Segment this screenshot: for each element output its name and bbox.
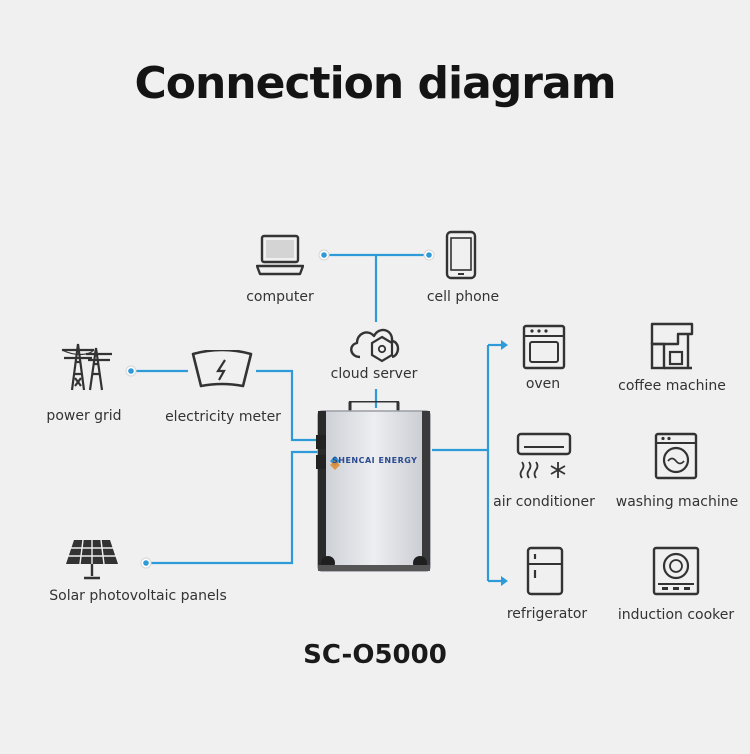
connection-dots: [125, 249, 435, 569]
refrigerator-icon: [526, 546, 564, 596]
solar-panel-icon: [66, 539, 118, 580]
electricity-meter-label: electricity meter: [165, 409, 281, 425]
air-conditioner-icon: [516, 432, 572, 479]
induction-cooker-label: induction cooker: [617, 607, 735, 623]
meter-icon: [191, 350, 253, 388]
washing-machine-icon: [654, 432, 698, 480]
induction-cooker-icon: [652, 546, 700, 596]
solar-label: Solar photovoltaic panels: [49, 588, 227, 604]
cloud-server-label: cloud server: [330, 366, 418, 382]
oven-icon: [522, 324, 566, 370]
washing-machine-label: washing machine: [615, 494, 739, 510]
phone-icon: [445, 230, 477, 280]
coffee-machine-icon: [650, 322, 694, 370]
computer-label: computer: [246, 289, 314, 305]
cloud-icon: [350, 328, 400, 363]
page-title: Connection diagram: [134, 58, 616, 109]
cell-phone-label: cell phone: [426, 289, 500, 305]
refrigerator-label: refrigerator: [506, 606, 588, 622]
wire-solar-unit: [146, 450, 318, 565]
power-tower-icon: [61, 343, 112, 391]
model-name: SC-O5000: [303, 640, 447, 670]
energy-storage-unit: [316, 401, 431, 572]
brand-label: SHENCAI ENERGY: [332, 456, 418, 465]
air-conditioner-label: air conditioner: [493, 494, 595, 510]
arrow-oven: [501, 340, 508, 350]
wire-meter-unit: [256, 369, 318, 442]
laptop-icon: [256, 234, 304, 276]
coffee-machine-label: coffee machine: [618, 378, 726, 394]
arrow-fridge: [501, 576, 508, 586]
oven-label: oven: [525, 376, 561, 392]
power-grid-label: power grid: [46, 408, 122, 424]
